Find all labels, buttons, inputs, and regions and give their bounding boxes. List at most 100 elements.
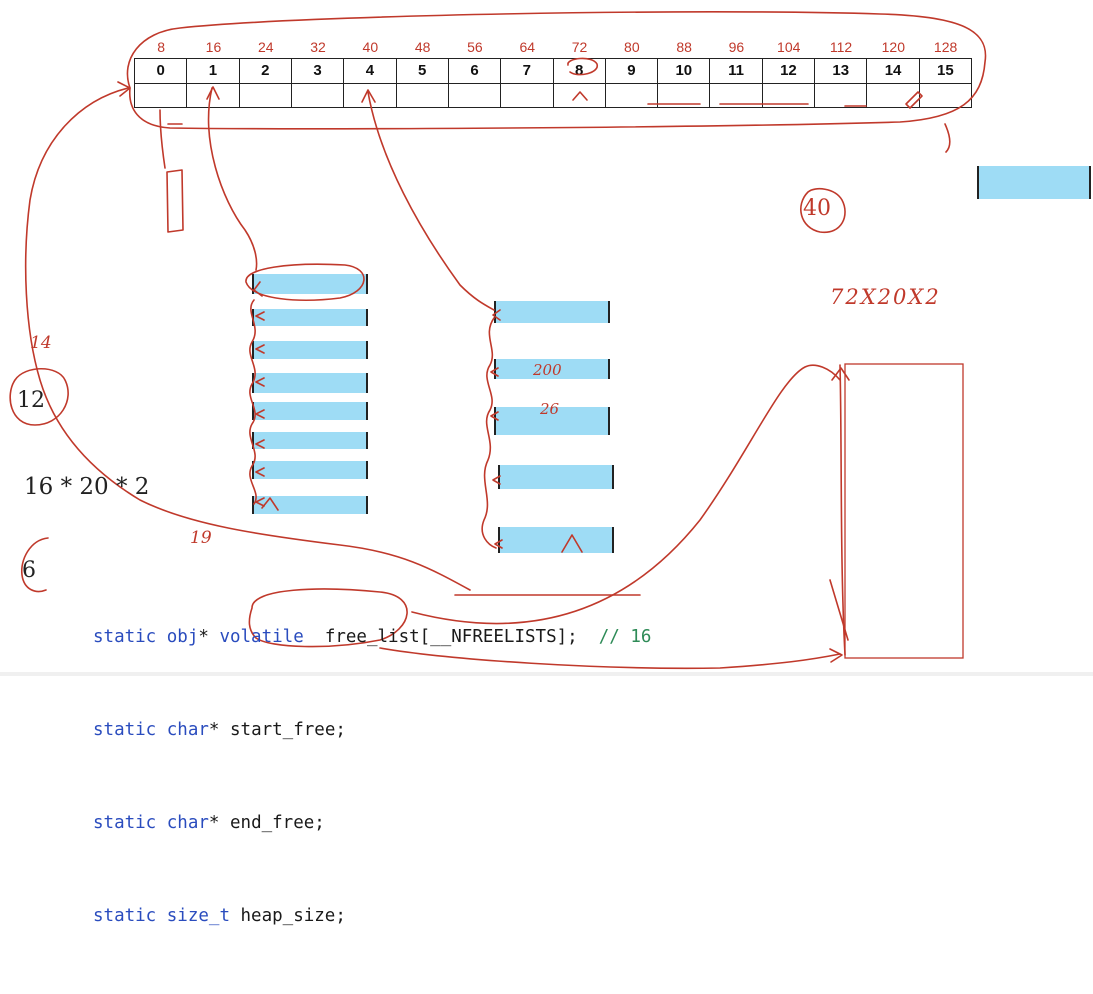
ink-left-long-curve (24, 87, 471, 591)
ink-pointer-row-lines (647, 103, 867, 107)
block-size-label: 32 (310, 39, 326, 55)
free-list-index-cell: 6 (449, 59, 502, 83)
free-list-index-cell: 1 (187, 59, 240, 83)
keyword-volatile: volatile (219, 627, 304, 647)
code-comment: // 16 (598, 627, 652, 647)
memory-block (498, 465, 614, 489)
ink-index-1-arrow (207, 87, 258, 271)
block-size-label: 64 (519, 39, 536, 55)
memory-block (252, 341, 368, 359)
memory-block (977, 166, 1091, 199)
block-size-label: 96 (728, 39, 745, 55)
code-text: * end_free; (208, 813, 325, 833)
free-list-index-cell: 15 (937, 62, 954, 79)
annotation-72x20x2: 72X20X2 (830, 285, 941, 309)
ink-middle-last-mark (561, 534, 583, 553)
block-size-label: 16 (205, 39, 222, 55)
ink-scroll-mark (905, 91, 923, 109)
free-list-pointer-cell (658, 84, 711, 107)
annotation-12: 12 (17, 388, 45, 413)
block-size-label: 40 (362, 39, 379, 55)
ink-circle-12 (9, 368, 69, 426)
block-size-label: 88 (676, 39, 692, 55)
memory-block (252, 461, 368, 479)
free-list-index-cell: 9 (606, 59, 659, 83)
annotation-14: 14 (30, 333, 52, 353)
block-size-label: 104 (777, 39, 801, 55)
annotation-200: 200 (533, 361, 562, 379)
block-size-label: 48 (414, 39, 431, 55)
code-text: heap_size; (229, 906, 346, 926)
annotation-40: 40 (803, 196, 831, 221)
ink-circle-40 (800, 187, 846, 233)
code-line-end-free: static char* end_free; (93, 808, 651, 839)
keyword-char: char (166, 720, 209, 740)
ink-chunk-left-edge (839, 364, 846, 656)
ink-left-curve-arrowhead (117, 81, 131, 97)
free-list-index-cell: 14 (867, 59, 920, 83)
keyword-size-t: size_t (166, 906, 230, 926)
ink-index-4-arrow (367, 91, 495, 311)
free-list-pointer-cell (763, 84, 816, 107)
ink-index-8-circle (567, 57, 598, 76)
bottom-edge (0, 672, 1093, 676)
code-text: * start_free; (208, 720, 346, 740)
keyword-obj: obj (166, 627, 199, 647)
ink-left-chain-arrowheads (253, 281, 265, 507)
code-line-free-list: static obj* volatile free_list[__NFREELI… (93, 622, 651, 653)
free-list-pointer-cell (501, 84, 554, 107)
memory-block (494, 301, 610, 323)
block-size-label: 128 (933, 39, 958, 55)
code-line-heap-size: static size_t heap_size; (93, 901, 651, 932)
block-size-label: 56 (467, 39, 483, 55)
free-list-index-cell: 2 (240, 59, 292, 83)
free-list-index-cell: 13 (815, 59, 868, 83)
ink-end-to-chunk (379, 647, 841, 670)
free-list-index-cell: 0 (135, 59, 188, 83)
ink-index-4-arrowhead (361, 89, 376, 103)
formula-16x20x2: 16 * 20 * 2 (24, 474, 150, 500)
ink-end-arrowhead (829, 648, 843, 663)
free-list-pointer-cell (710, 84, 763, 107)
block-size-label: 112 (829, 39, 853, 55)
free-list-index-cell: 12 (763, 59, 816, 83)
annotation-6: 6 (22, 558, 36, 583)
ink-start-to-chunk (411, 364, 841, 625)
memory-block (252, 496, 368, 514)
memory-block (252, 274, 368, 294)
free-list-index-cell: 5 (397, 59, 449, 83)
ink-index-1-arrowhead (206, 86, 220, 100)
ink-index-8-mark (572, 91, 588, 101)
ink-chunk-arrowhead (831, 367, 850, 381)
memory-block (252, 432, 368, 449)
block-size-label: 8 (157, 39, 166, 55)
ink-middle-chain-arrowheads (490, 309, 503, 549)
ink-index-0-box (166, 169, 184, 233)
keyword-static: static (93, 813, 167, 833)
block-size-label: 24 (257, 39, 274, 55)
free-list-pointer-cell (292, 84, 345, 107)
free-list-index-cell: 10 (658, 59, 711, 83)
free-list-pointer-cell (554, 84, 606, 107)
ink-left-chain (249, 299, 257, 505)
ink-first-block-ellipse (245, 263, 365, 301)
memory-block (498, 527, 614, 553)
free-list-pointer-cell (397, 84, 449, 107)
keyword-char: char (166, 813, 209, 833)
keyword-static: static (93, 720, 167, 740)
free-list-pointer-cell (449, 84, 502, 107)
heap-chunk (844, 363, 964, 659)
free-list-pointer-cell (344, 84, 397, 107)
code-snippet: static obj* volatile free_list[__NFREELI… (93, 560, 651, 994)
annotation-26: 26 (540, 400, 560, 418)
block-size-label: 72 (571, 39, 588, 55)
free-list-index-cell: 4 (344, 59, 397, 83)
memory-block (494, 407, 610, 435)
keyword-static: static (93, 627, 167, 647)
handwritten-ink-layer (9, 11, 987, 670)
block-size-label: 80 (624, 39, 640, 55)
